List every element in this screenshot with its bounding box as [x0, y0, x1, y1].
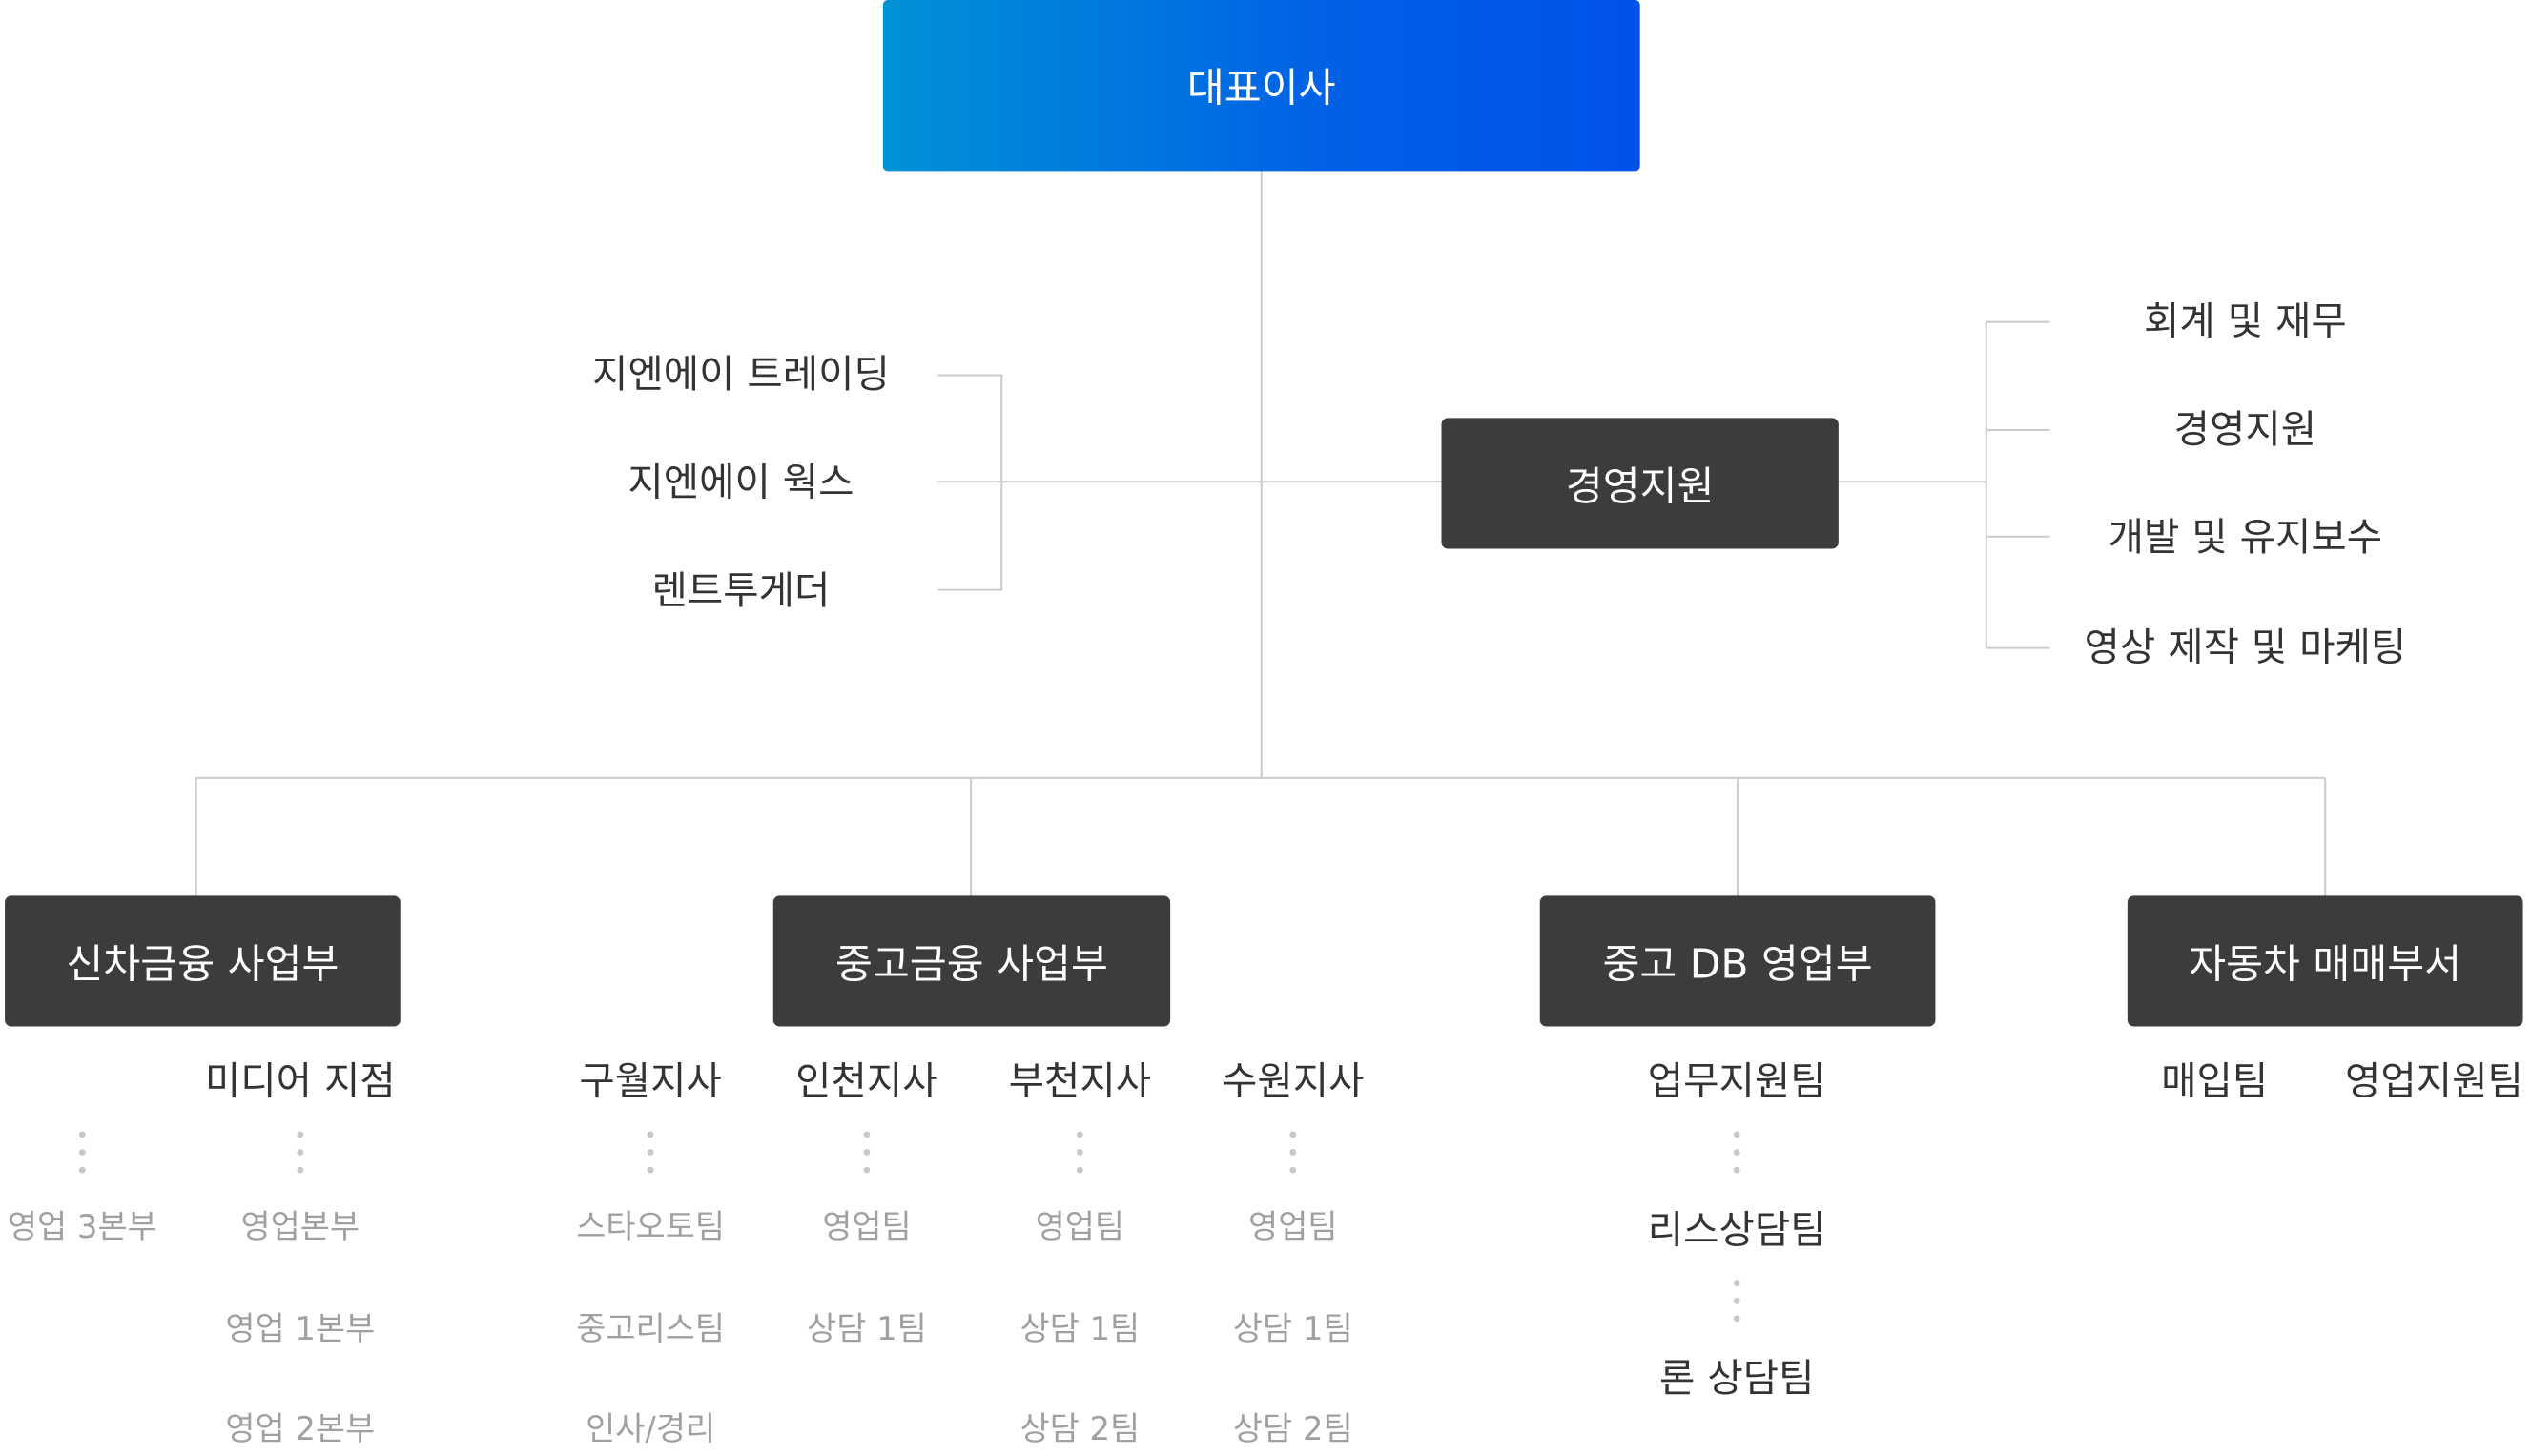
- db-team: 론 상담팀: [1659, 1355, 1815, 1402]
- branch-header: 인천지사: [795, 1058, 938, 1104]
- trading-team: 매입팀: [2161, 1058, 2269, 1104]
- team-item: 영업 2본부: [225, 1408, 376, 1448]
- team-item: 영업 1본부: [225, 1308, 376, 1348]
- team-item: 상담 1팀: [1019, 1308, 1141, 1348]
- dotted-connector: [1733, 1131, 1740, 1185]
- trading-team: 영업지원팀: [2345, 1058, 2523, 1104]
- dotted-connector: [647, 1131, 654, 1185]
- dotted-connector: [863, 1131, 871, 1185]
- team-item: 상담 1팀: [807, 1308, 927, 1348]
- db-team: 업무지원팀: [1647, 1058, 1826, 1104]
- branch-header: 구월지사: [579, 1058, 722, 1104]
- division-label: 중고 DB 영업부: [1602, 939, 1873, 988]
- db-team: 리스상담팀: [1647, 1207, 1826, 1253]
- management-team: 개발 및 유지보수: [2108, 514, 2383, 561]
- division-used-db-sales: 중고 DB 영업부: [1539, 895, 1936, 1027]
- team-item: 상담 2팀: [1019, 1408, 1141, 1448]
- ceo-box: 대표이사: [882, 0, 1640, 172]
- team-item: 인사/경리: [586, 1408, 716, 1448]
- team-item: 영업팀: [1035, 1207, 1125, 1246]
- management-team: 영상 제작 및 마케팅: [2084, 625, 2407, 670]
- team-item: 중고리스팀: [576, 1308, 725, 1348]
- division-label: 자동차 매매부서: [2189, 939, 2462, 988]
- team-item: 상담 1팀: [1232, 1308, 1353, 1348]
- affiliate-gna-trading: 지엔에이 트레이딩: [591, 351, 890, 398]
- team-item: 영업 3본부: [7, 1207, 157, 1246]
- division-used-car-finance: 중고금융 사업부: [772, 895, 1171, 1027]
- management-box: 경영지원: [1441, 418, 1839, 549]
- dotted-connector: [1733, 1280, 1740, 1333]
- management-team: 경영지원: [2173, 406, 2317, 452]
- dotted-connector: [78, 1131, 86, 1185]
- team-item: 영업팀: [822, 1207, 912, 1246]
- division-car-trading: 자동차 매매부서: [2127, 895, 2523, 1027]
- team-item: 상담 2팀: [1232, 1408, 1353, 1448]
- branch-header: 부천지사: [1008, 1058, 1152, 1104]
- division-label: 중고금융 사업부: [834, 939, 1108, 988]
- division-new-car-finance: 신차금융 사업부: [5, 895, 401, 1027]
- division-label: 신차금융 사업부: [66, 939, 340, 988]
- affiliate-gna-works: 지엔에이 웍스: [628, 460, 854, 505]
- team-item: 스타오토팀: [576, 1207, 725, 1246]
- team-item: 영업팀: [1248, 1207, 1338, 1246]
- branch-header: 미디어 지점: [204, 1058, 396, 1104]
- management-label: 경영지원: [1565, 461, 1715, 510]
- branch-header: 수원지사: [1222, 1058, 1365, 1104]
- dotted-connector: [1289, 1131, 1297, 1185]
- affiliate-rent-together: 렌트투게더: [651, 567, 831, 614]
- ceo-label: 대표이사: [1186, 64, 1336, 112]
- dotted-connector: [297, 1131, 304, 1185]
- dotted-connector: [1076, 1131, 1083, 1185]
- team-item: 영업본부: [240, 1207, 360, 1246]
- management-team: 회계 및 재무: [2144, 298, 2347, 344]
